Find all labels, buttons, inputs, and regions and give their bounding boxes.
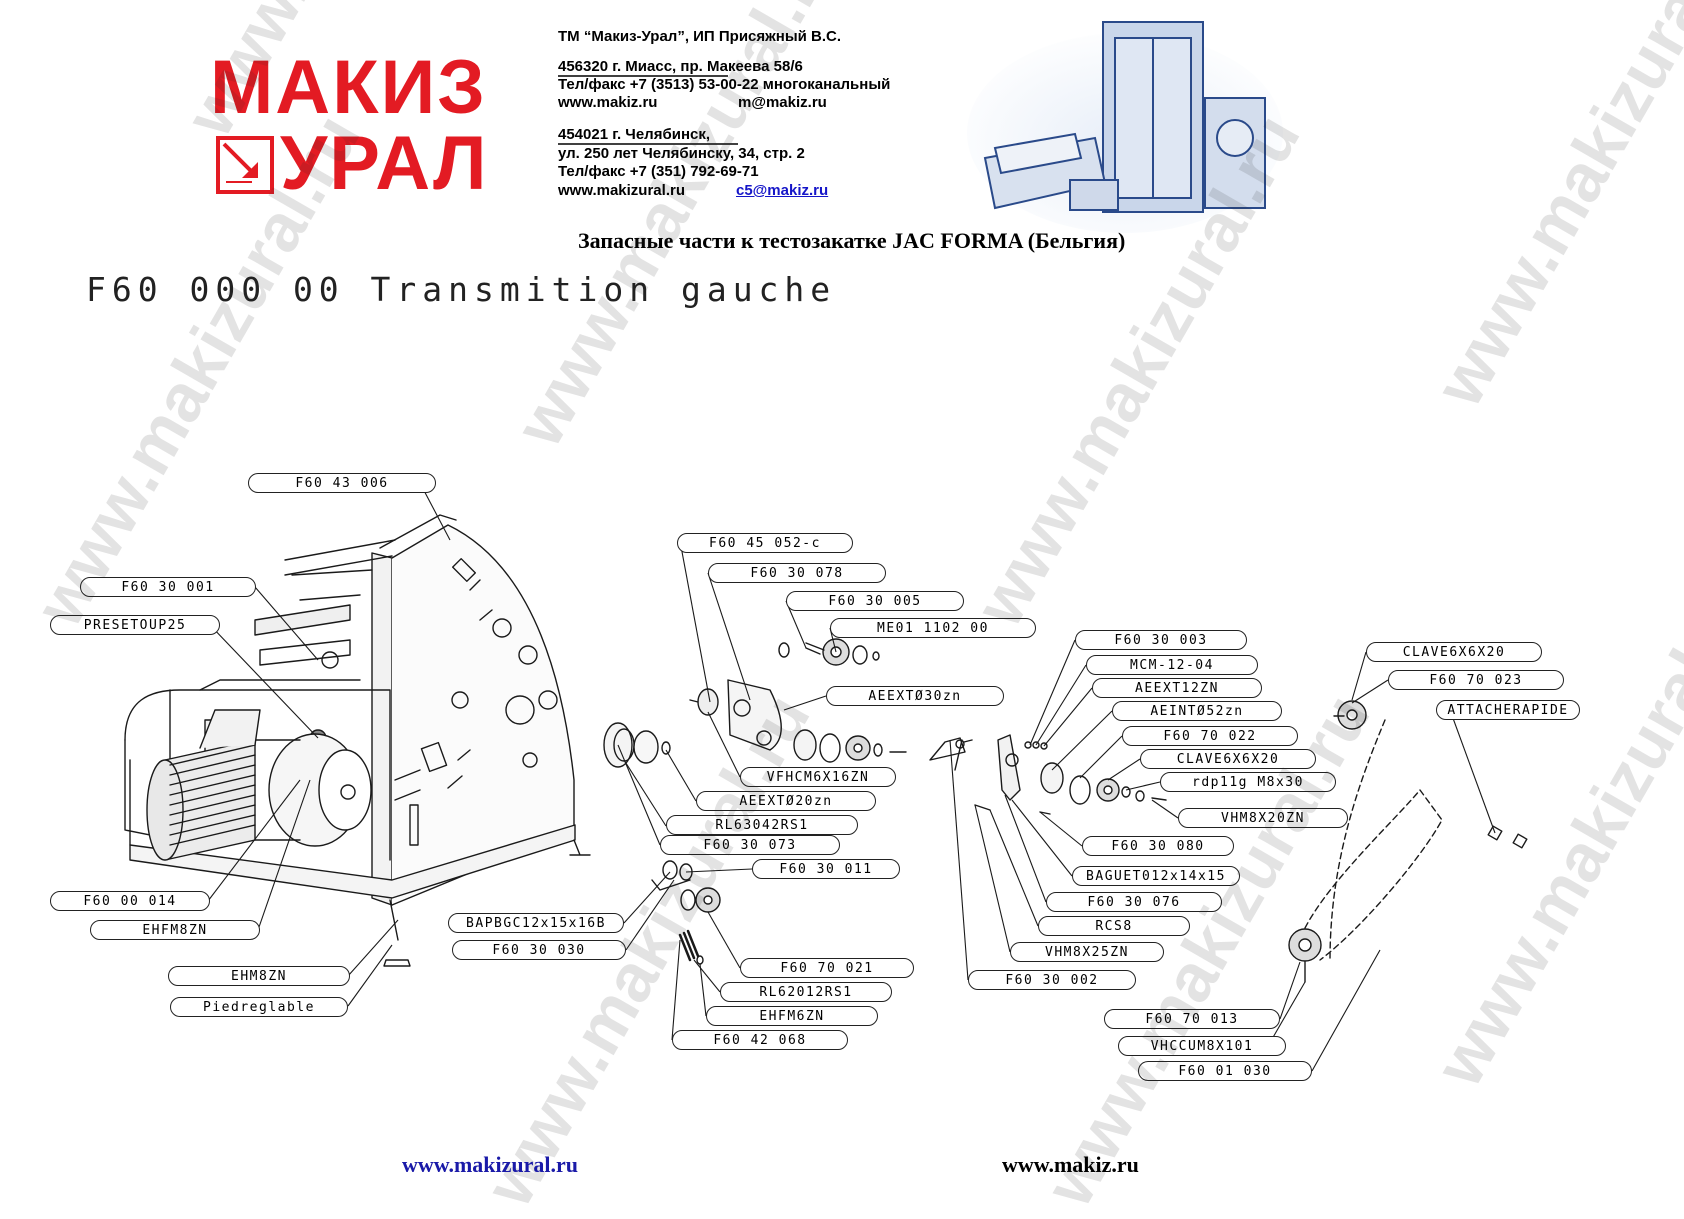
contacts-rules [558, 75, 738, 145]
part-label[interactable]: ME01 1102 00 [830, 618, 1036, 638]
part-label[interactable]: VHM8X20ZN [1178, 808, 1348, 828]
drawing-title: F60 000 00 Transmition gauche [86, 270, 837, 309]
logo-line-1: МАКИЗ [210, 45, 487, 130]
part-label[interactable]: AEEXTØ20zn [696, 791, 876, 811]
part-label[interactable]: F60 70 023 [1388, 670, 1564, 690]
company-logo: МАКИЗ УРАЛ [210, 45, 535, 206]
part-label[interactable]: F60 30 001 [80, 577, 256, 597]
logo-mark-icon [216, 136, 274, 194]
part-label[interactable]: EHFM6ZN [706, 1006, 878, 1026]
phone-miass: Тел/факс +7 (3513) 53-00-22 многоканальн… [558, 76, 891, 93]
part-label[interactable]: F60 01 030 [1138, 1061, 1312, 1081]
part-label[interactable]: RL62012RS1 [720, 982, 892, 1002]
part-label[interactable]: F60 45 052-c [677, 533, 853, 553]
document-title: Запасные части к тестозакатке JAC FORMA … [578, 228, 1126, 253]
equipment-illustration [967, 21, 1283, 233]
part-label[interactable]: rdp11g M8x30 [1160, 772, 1336, 792]
part-label[interactable]: F60 30 076 [1046, 892, 1222, 912]
part-label[interactable]: BAGUET012x14x15 [1072, 866, 1240, 886]
part-label[interactable]: EHM8ZN [168, 966, 350, 986]
part-label[interactable]: F60 00 014 [50, 891, 210, 911]
part-label[interactable]: RCS8 [1038, 916, 1190, 936]
part-label[interactable]: F60 30 003 [1075, 630, 1247, 650]
part-label[interactable]: VHCCUM8X101 [1118, 1036, 1286, 1056]
part-label[interactable]: F60 30 078 [708, 563, 886, 583]
address-miass: 456320 г. Миасс, пр. Макеева 58/6 [558, 58, 803, 75]
part-label[interactable]: F60 30 030 [452, 940, 626, 960]
part-label[interactable]: VFHCM6X16ZN [740, 767, 896, 787]
part-label[interactable]: EHFM8ZN [90, 920, 260, 940]
part-label[interactable]: ATTACHERAPIDE [1436, 700, 1580, 720]
website-chelyabinsk[interactable]: www.makizural.ru [558, 182, 685, 199]
website-miass[interactable]: www.makiz.ru [558, 94, 658, 111]
part-label[interactable]: AEEXTØ30zn [826, 686, 1004, 706]
footer-website-left[interactable]: www.makizural.ru [402, 1152, 578, 1177]
part-label[interactable]: F60 42 068 [672, 1030, 848, 1050]
part-label[interactable]: Piedreglable [170, 997, 348, 1017]
part-label[interactable]: MCM-12-04 [1086, 655, 1258, 675]
part-label[interactable]: CLAVE6X6X20 [1366, 642, 1542, 662]
address-chelyabinsk-street: ул. 250 лет Челябинску, 34, стр. 2 [558, 145, 805, 162]
phone-chelyabinsk: Тел/факс +7 (351) 792-69-71 [558, 163, 759, 180]
part-label[interactable]: F60 70 021 [740, 958, 914, 978]
footer-website-right[interactable]: www.makiz.ru [1002, 1152, 1139, 1177]
company-name: ТМ “Макиз-Урал”, ИП Присяжный В.С. [558, 28, 842, 45]
part-label[interactable]: CLAVE6X6X20 [1140, 749, 1316, 769]
email-miass[interactable]: m@makiz.ru [738, 94, 827, 111]
part-label[interactable]: F60 30 011 [752, 859, 900, 879]
email-chelyabinsk[interactable]: c5@makiz.ru [736, 182, 829, 199]
part-label[interactable]: F60 30 073 [660, 835, 840, 855]
part-label[interactable]: PRESETOUP25 [50, 615, 220, 635]
address-chelyabinsk: 454021 г. Челябинск, [558, 126, 711, 143]
logo-line-2: УРАЛ [280, 121, 489, 206]
part-label[interactable]: BAPBGC12x15x16B [448, 913, 624, 933]
part-label[interactable]: AEINTØ52zn [1112, 701, 1282, 721]
part-label[interactable]: F60 30 002 [968, 970, 1136, 990]
part-label[interactable]: F60 70 022 [1122, 726, 1298, 746]
part-label[interactable]: F60 43 006 [248, 473, 436, 493]
part-label[interactable]: F60 30 080 [1082, 836, 1234, 856]
part-label[interactable]: F60 70 013 [1104, 1009, 1280, 1029]
part-label[interactable]: F60 30 005 [786, 591, 964, 611]
exploded-view-drawing [124, 482, 1528, 1072]
catalog-page: МАКИЗ УРАЛ ТМ “Макиз-Урал”, ИП Присяжный… [21, 0, 1684, 1219]
part-label[interactable]: VHM8X25ZN [1010, 942, 1164, 962]
part-label[interactable]: AEEXT12ZN [1092, 678, 1262, 698]
part-label[interactable]: RL63042RS1 [666, 815, 858, 835]
